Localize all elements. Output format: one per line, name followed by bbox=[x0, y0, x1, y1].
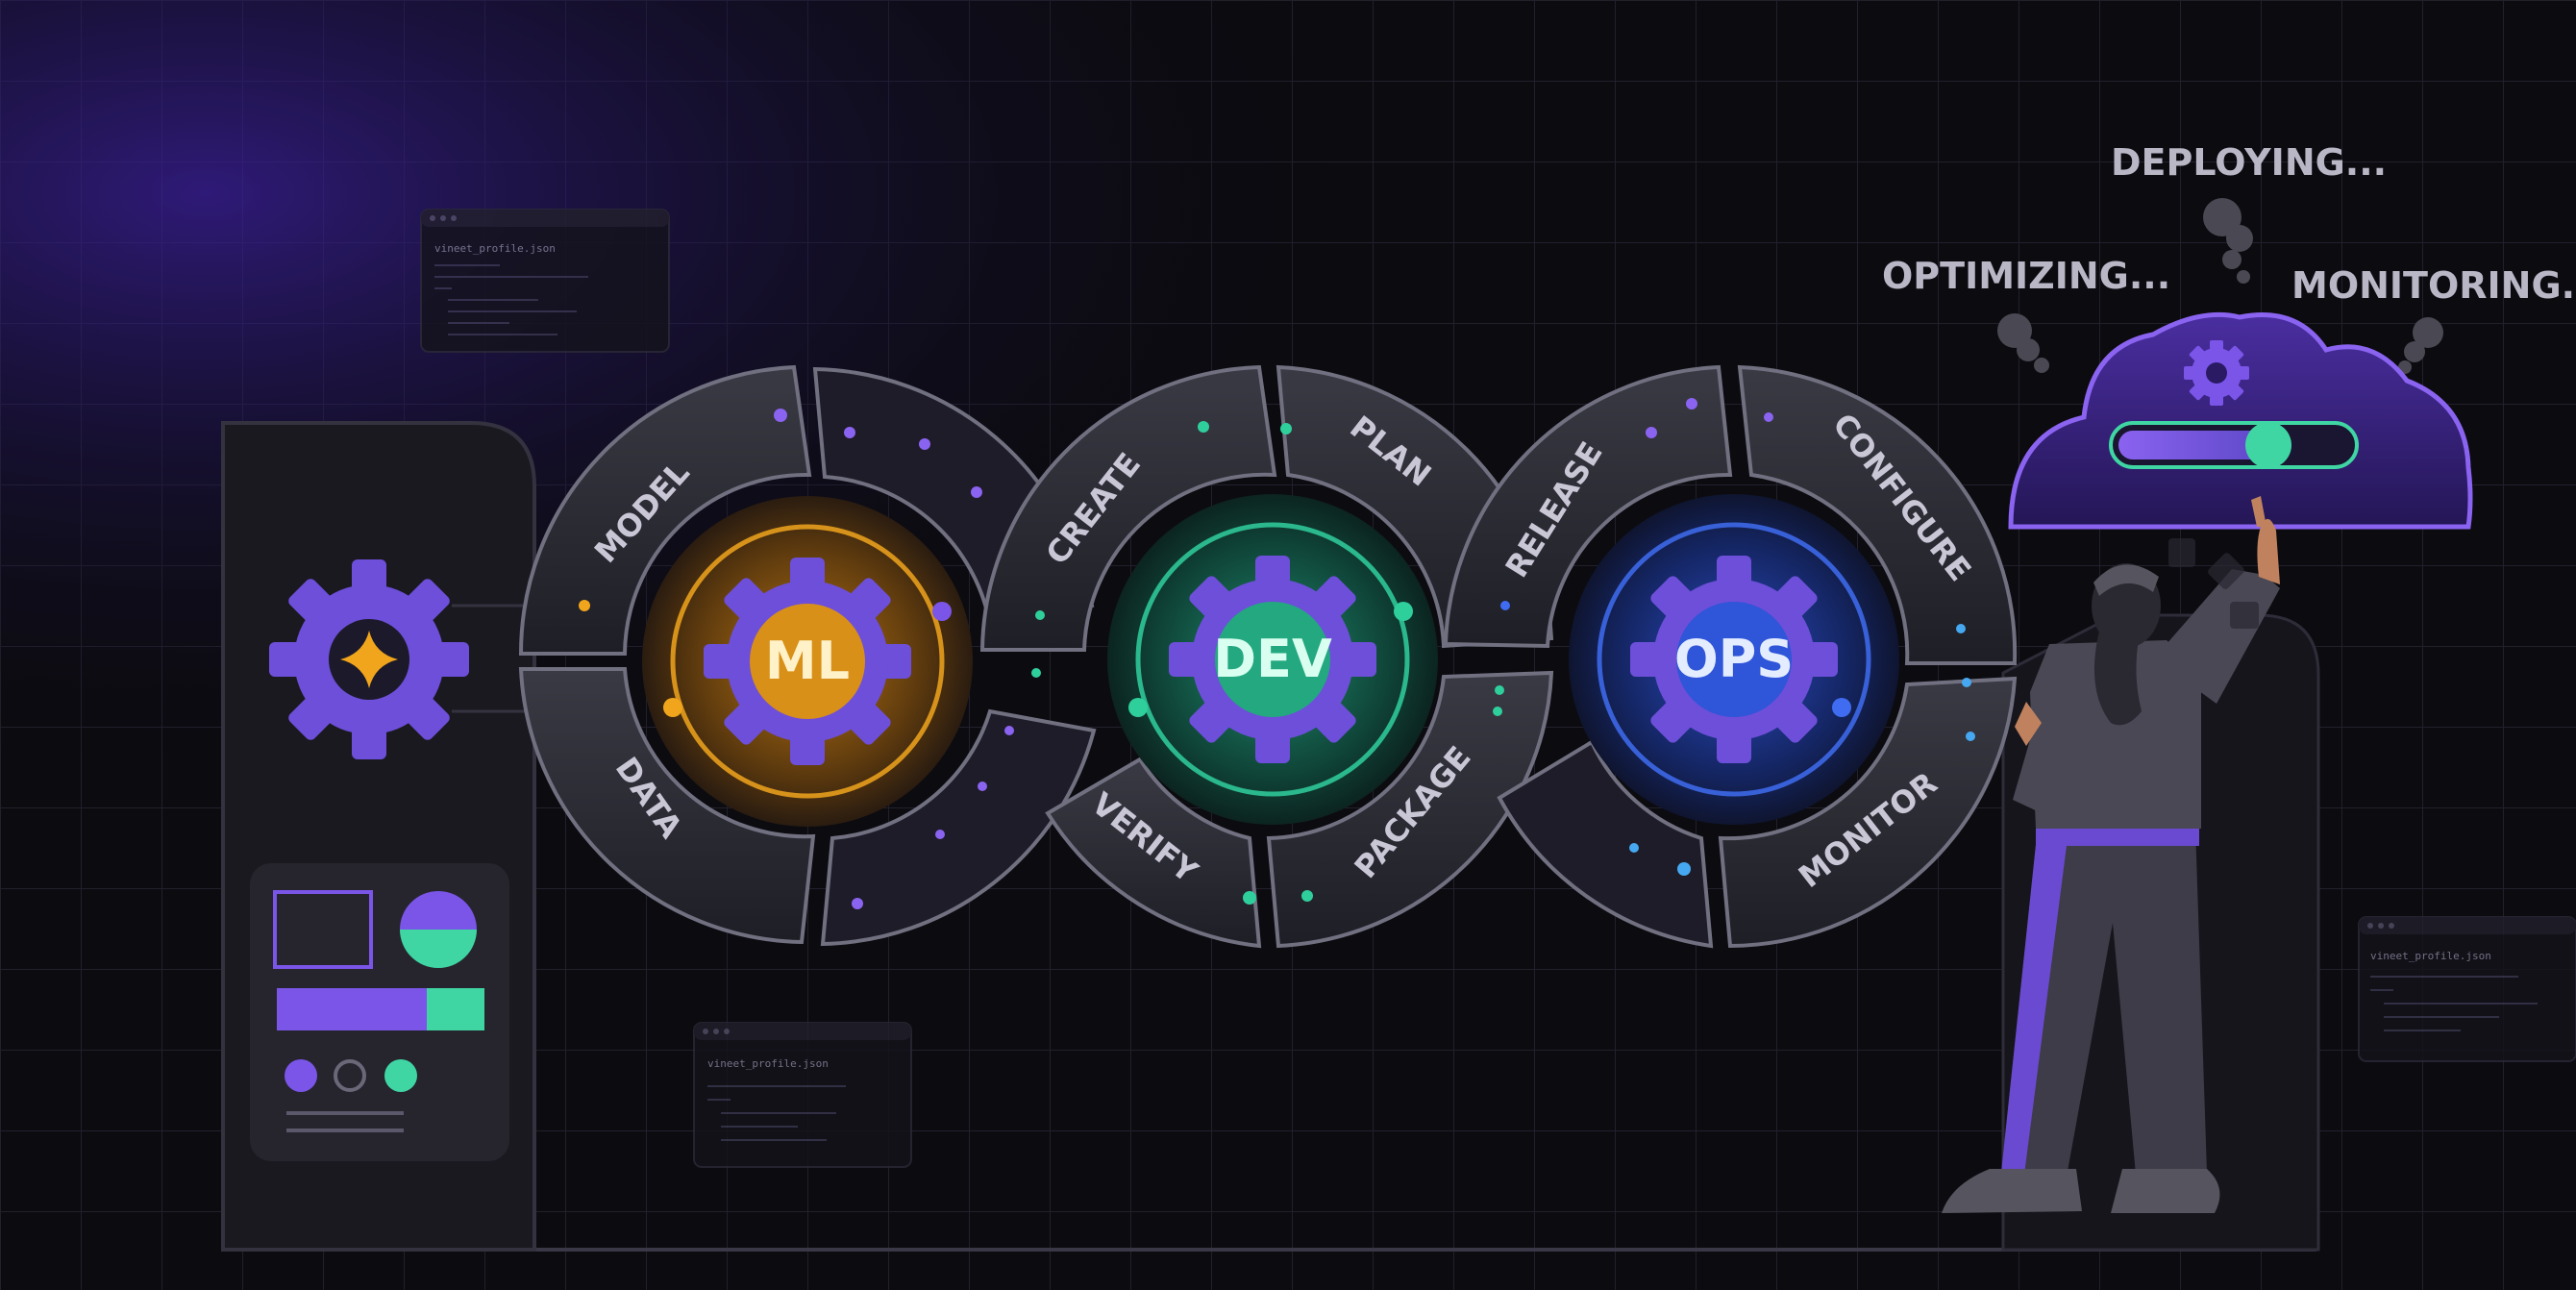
code-window-1: vineet_profile.json bbox=[420, 209, 670, 353]
code-window-3: vineet_profile.json bbox=[2358, 916, 2576, 1062]
progress-bar-rest bbox=[427, 988, 484, 1030]
dot-purple bbox=[285, 1059, 317, 1092]
dot-outline bbox=[334, 1059, 366, 1092]
image-placeholder-icon bbox=[273, 890, 373, 969]
dev-gear-icon bbox=[1169, 556, 1376, 763]
ml-gear-icon bbox=[704, 558, 911, 765]
slider-knob[interactable] bbox=[2245, 422, 2291, 468]
ml-hub-label: ML bbox=[765, 631, 850, 691]
status-optimizing: OPTIMIZING... bbox=[1882, 255, 2170, 297]
person-figure bbox=[1942, 496, 2280, 1213]
ops-ring-segments bbox=[1443, 364, 2018, 949]
slider-fill bbox=[2118, 431, 2268, 459]
ml-cycle: ML MODEL DATA bbox=[518, 364, 1097, 947]
thought-puffs bbox=[1997, 198, 2443, 374]
ops-cycle: OPS RELEASE CONFIGURE MONITOR bbox=[1443, 364, 2018, 949]
ops-gear-icon bbox=[1630, 556, 1838, 763]
ml-ring-segments bbox=[518, 364, 1097, 947]
ops-hub-label: OPS bbox=[1674, 629, 1794, 689]
left-device-panel bbox=[221, 421, 536, 1252]
code-window-2: vineet_profile.json bbox=[693, 1022, 912, 1168]
dot-teal bbox=[384, 1059, 417, 1092]
status-monitoring: MONITORING... bbox=[2291, 264, 2576, 307]
ml-particles bbox=[579, 409, 1014, 909]
code-window-2-filename: vineet_profile.json bbox=[707, 1057, 829, 1070]
ops-particles bbox=[1500, 398, 1975, 876]
dev-hub-label: DEV bbox=[1213, 629, 1332, 689]
cloud-panel bbox=[2008, 311, 2473, 530]
status-deploying: DEPLOYING... bbox=[2111, 141, 2387, 184]
deploy-slider[interactable] bbox=[2109, 421, 2359, 469]
cloud-gear-icon bbox=[2184, 340, 2249, 406]
code-window-3-filename: vineet_profile.json bbox=[2370, 950, 2491, 962]
progress-bar-fill bbox=[277, 988, 427, 1030]
code-window-1-filename: vineet_profile.json bbox=[434, 242, 556, 255]
dev-particles bbox=[1031, 421, 1504, 905]
ui-widget-card bbox=[250, 863, 509, 1161]
gear-sparkle-icon bbox=[269, 559, 469, 759]
pie-chart-icon bbox=[400, 891, 477, 968]
